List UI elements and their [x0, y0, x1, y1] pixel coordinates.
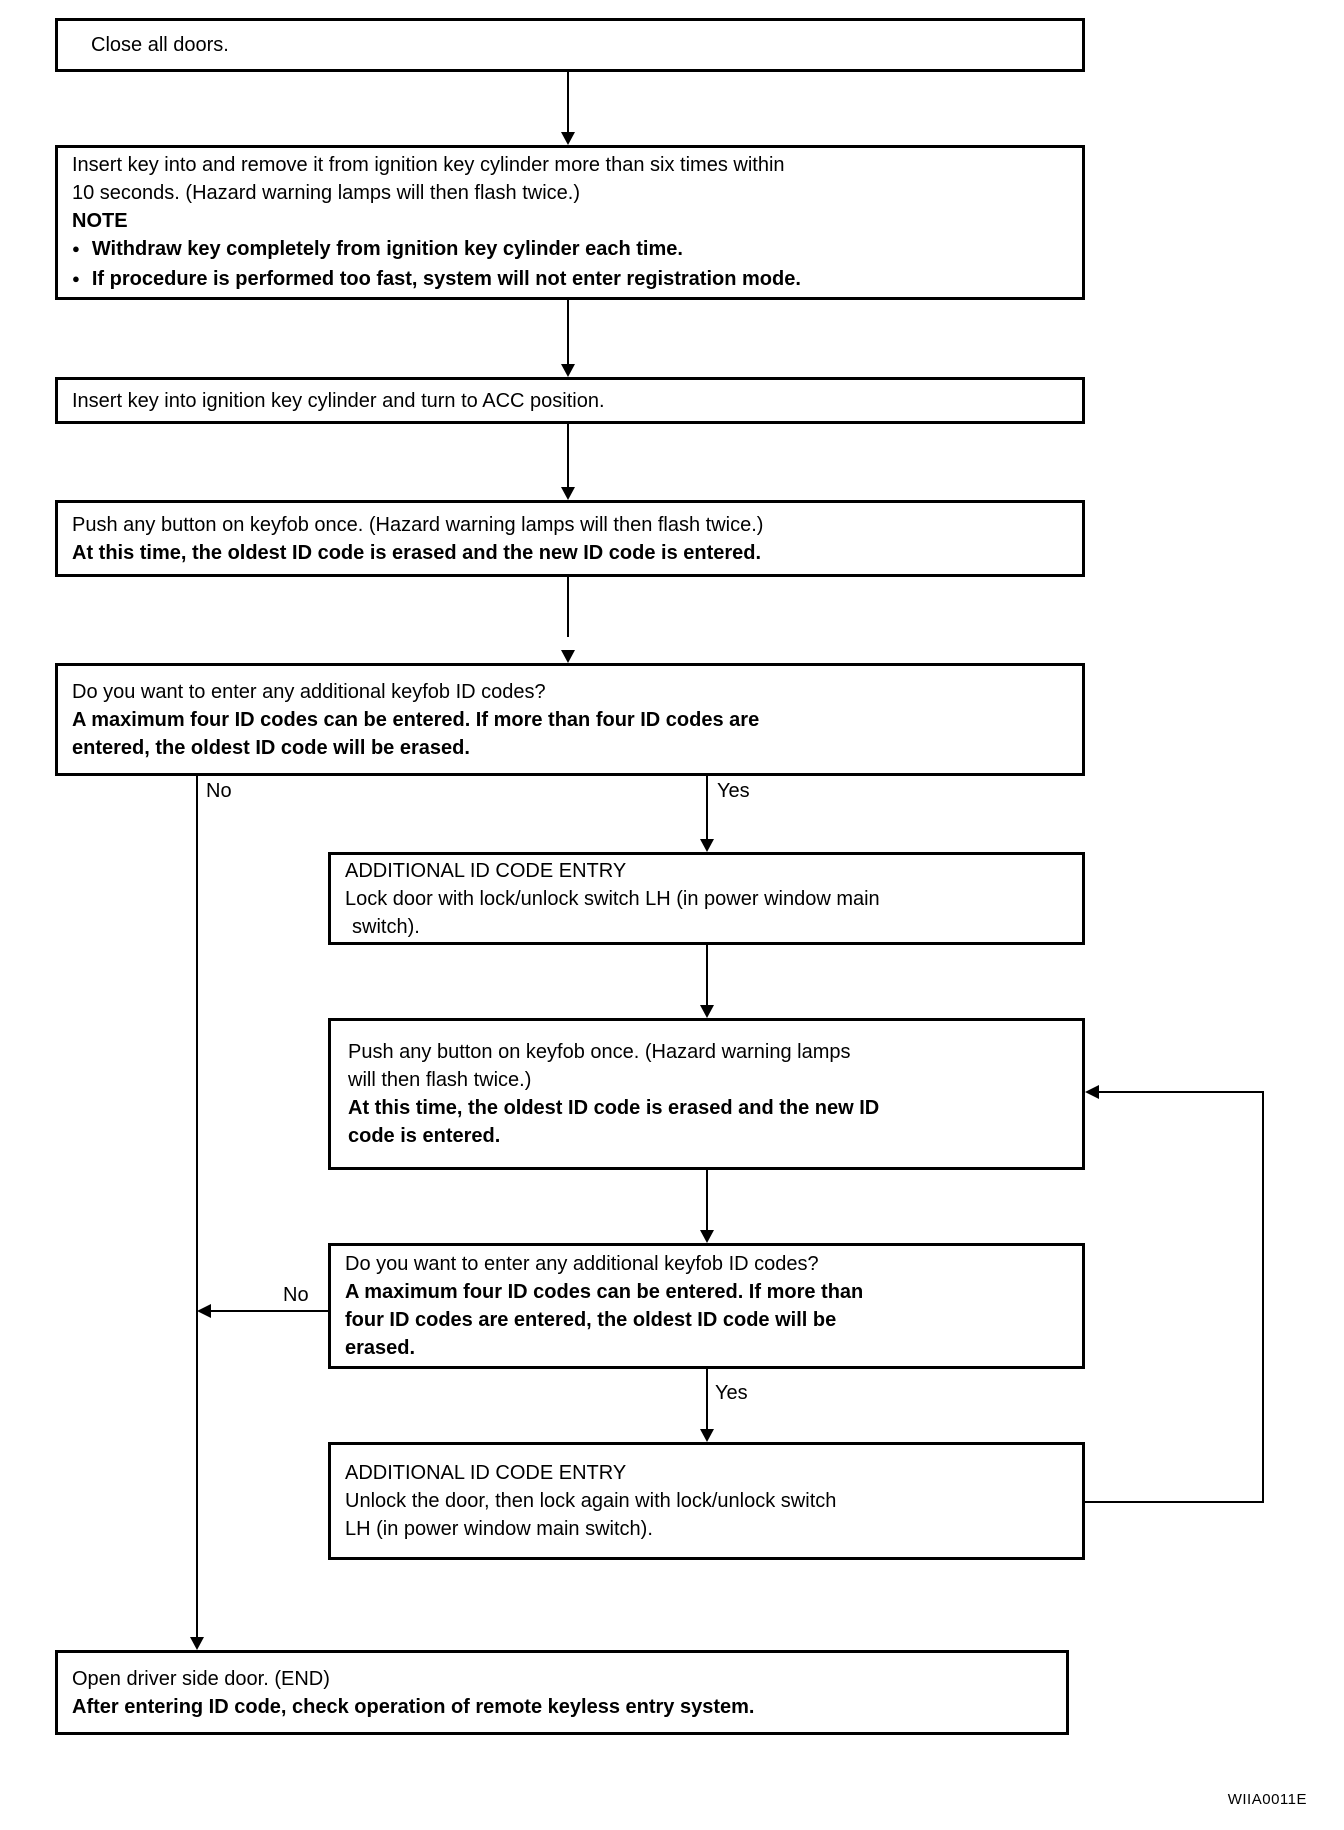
box-step-insert-remove-key: Insert key into and remove it from ignit… [55, 145, 1085, 300]
connector-feedback-top [1098, 1091, 1264, 1093]
arrowhead-down-icon [700, 839, 714, 852]
box-step-acc-position: Insert key into ignition key cylinder an… [55, 377, 1085, 424]
box-line: Unlock the door, then lock again with lo… [345, 1490, 837, 1512]
arrowhead-down-icon [700, 1005, 714, 1018]
box-line: will then flash twice.) [348, 1069, 532, 1091]
box-line: Push any button on keyfob once. (Hazard … [72, 513, 764, 536]
box-end-open-door: Open driver side door. (END) After enter… [55, 1650, 1069, 1735]
box-entry-unlock-lock-door: ADDITIONAL ID CODE ENTRY Unlock the door… [328, 1442, 1085, 1560]
branch-label-yes-2: Yes [715, 1382, 748, 1404]
box-line: entered, the oldest ID code will be eras… [72, 736, 470, 759]
box-line: At this time, the oldest ID code is eras… [348, 1097, 880, 1119]
box-line: code is entered. [348, 1125, 501, 1147]
branch-label-no-1: No [206, 780, 232, 802]
box-line: Insert key into and remove it from ignit… [72, 153, 785, 176]
connector-step3-step4 [567, 424, 569, 487]
box-line: Do you want to enter any additional keyf… [345, 1253, 819, 1275]
box-line: Push any button on keyfob once. (Hazard … [348, 1041, 851, 1063]
arrowhead-down-icon [700, 1230, 714, 1243]
note-heading: NOTE [72, 209, 128, 232]
box-line: Open driver side door. (END) [72, 1667, 330, 1690]
note-item-text: Withdraw key completely from ignition ke… [91, 237, 683, 260]
note-item: ● If procedure is performed too fast, sy… [72, 265, 1072, 295]
box-line: LH (in power window main switch). [345, 1518, 653, 1540]
note-item-text: If procedure is performed too fast, syst… [91, 267, 801, 290]
box-line: 10 seconds. (Hazard warning lamps will t… [72, 181, 580, 204]
note-item: ● Withdraw key completely from ignition … [72, 235, 1072, 265]
connector-no-branch-2 [211, 1310, 328, 1312]
box-step-push-keyfob-2: Push any button on keyfob once. (Hazard … [328, 1018, 1085, 1170]
branch-label-no-2: No [283, 1284, 309, 1306]
box-title: ADDITIONAL ID CODE ENTRY [345, 1462, 627, 1484]
arrowhead-left-icon [197, 1304, 211, 1318]
box-step-push-keyfob: Push any button on keyfob once. (Hazard … [55, 500, 1085, 577]
arrowhead-down-icon [561, 364, 575, 377]
connector-yes-branch-1 [706, 776, 708, 839]
box-line: four ID codes are entered, the oldest ID… [345, 1309, 837, 1331]
box-line: A maximum four ID codes can be entered. … [72, 708, 760, 731]
connector-step2-step3 [567, 300, 569, 365]
arrowhead-down-icon [190, 1637, 204, 1650]
arrowhead-down-icon [561, 132, 575, 145]
box-line: erased. [345, 1337, 416, 1359]
connector-feedback-bottom [1085, 1501, 1264, 1503]
box-decision-additional-codes-1: Do you want to enter any additional keyf… [55, 663, 1085, 776]
branch-label-yes-1: Yes [717, 780, 750, 802]
connector-entry1-step5 [706, 945, 708, 1005]
bullet-icon: ● [72, 270, 80, 286]
arrowhead-down-icon [700, 1429, 714, 1442]
arrowhead-down-icon [561, 650, 575, 663]
arrowhead-left-icon [1085, 1085, 1099, 1099]
box-line: Insert key into ignition key cylinder an… [72, 389, 605, 412]
bullet-icon: ● [72, 240, 80, 256]
box-decision-additional-codes-2: Do you want to enter any additional keyf… [328, 1243, 1085, 1369]
box-line: switch). [352, 915, 420, 938]
box-entry-lock-door: ADDITIONAL ID CODE ENTRY Lock door with … [328, 852, 1085, 945]
box-line: Close all doors. [91, 34, 229, 56]
connector-step4-decision1 [567, 577, 569, 637]
box-step-close-doors: Close all doors. [55, 18, 1085, 72]
box-line: At this time, the oldest ID code is eras… [72, 541, 762, 564]
figure-code: WIIA0011E [1227, 1791, 1307, 1808]
connector-no-branch-1 [196, 776, 198, 1637]
box-line: A maximum four ID codes can be entered. … [345, 1281, 864, 1303]
connector-step1-step2 [567, 72, 569, 133]
arrowhead-down-icon [561, 487, 575, 500]
connector-yes-branch-2 [706, 1369, 708, 1429]
box-title: ADDITIONAL ID CODE ENTRY [345, 859, 627, 882]
box-line: After entering ID code, check operation … [72, 1695, 755, 1718]
connector-step5-decision2 [706, 1170, 708, 1230]
box-line: Do you want to enter any additional keyf… [72, 680, 546, 703]
box-line: Lock door with lock/unlock switch LH (in… [345, 887, 880, 910]
connector-feedback-right [1262, 1092, 1264, 1503]
